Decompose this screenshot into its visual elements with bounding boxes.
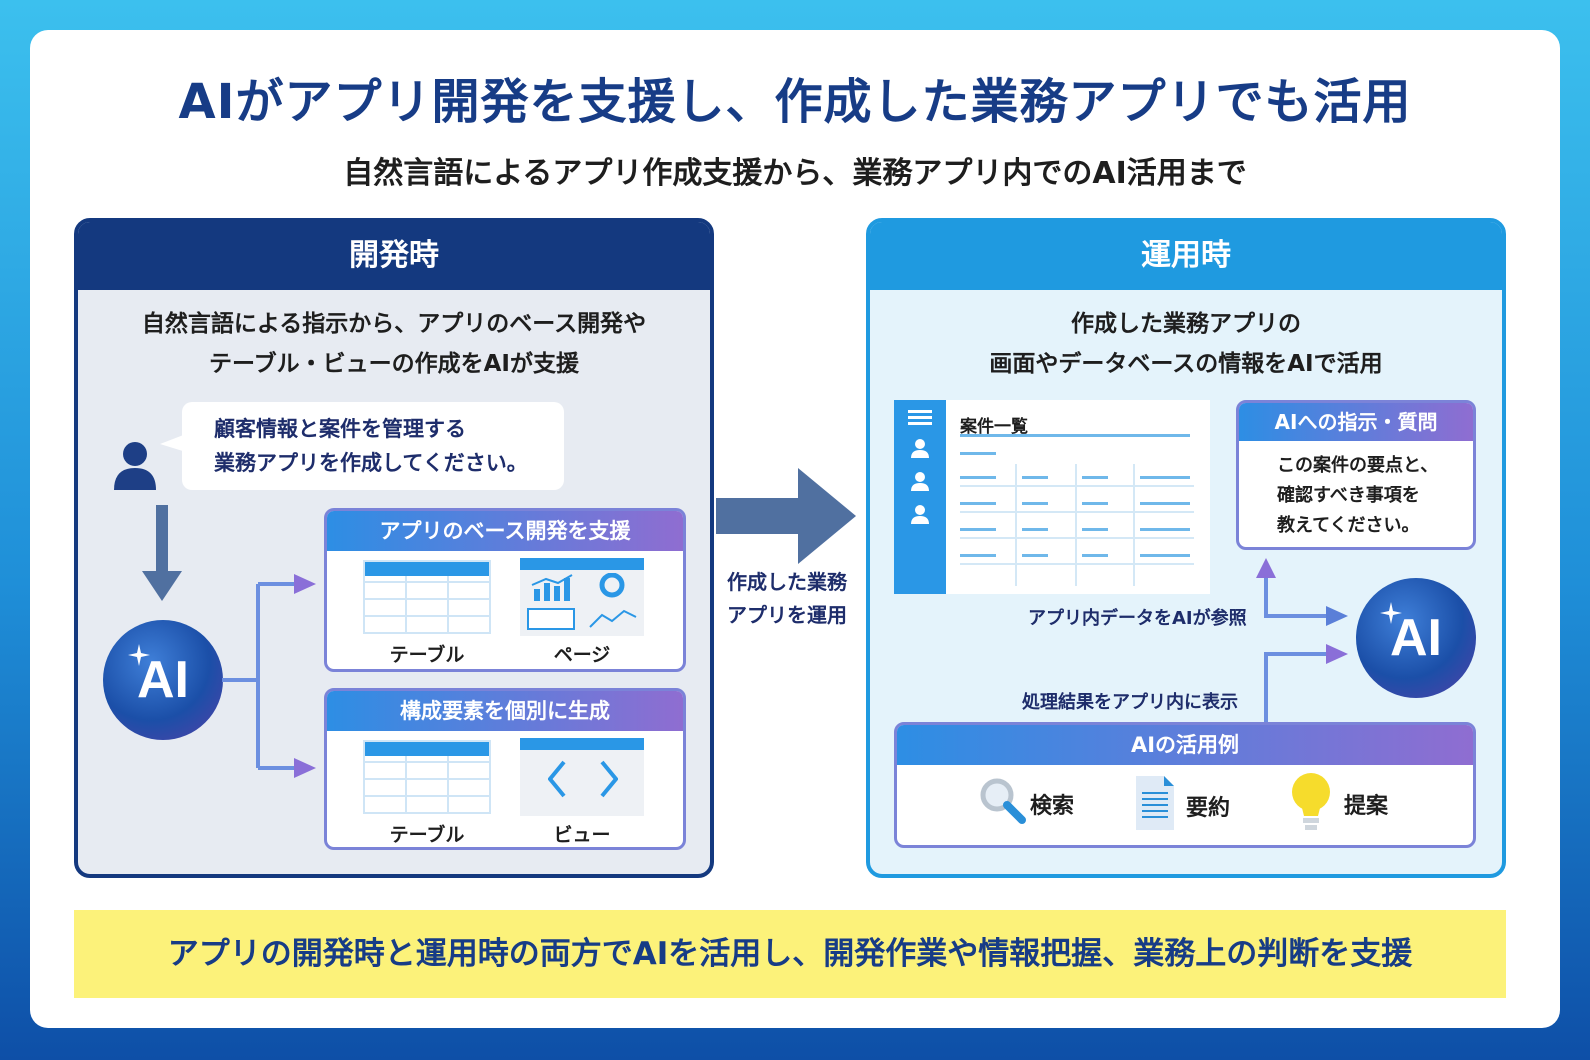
- ops-desc-line1: 作成した業務アプリの: [1071, 311, 1301, 337]
- summary-banner: アプリの開発時と運用時の両方でAIを活用し、開発作業や情報把握、業務上の判断を支…: [74, 910, 1506, 998]
- caption-table-1: テーブル: [389, 644, 465, 666]
- ops-description: 作成した業務アプリの 画面やデータベースの情報をAIで活用: [866, 304, 1506, 384]
- code-brackets-icon: [548, 760, 618, 798]
- dev-desc-line1: 自然言語による指示から、アプリのベース開発や: [141, 311, 647, 337]
- ai-query-line3: 教えてください。: [1277, 515, 1420, 536]
- down-arrow-icon: [142, 505, 182, 601]
- component-gen-title: 構成要素を個別に生成: [327, 691, 683, 731]
- prompt-line2: 業務アプリを作成してください。: [214, 451, 528, 475]
- ai-badge-ops: AI: [1356, 578, 1476, 698]
- ops-connectors: [1256, 558, 1348, 724]
- case-list-graphics: [908, 410, 1194, 586]
- dev-description: 自然言語による指示から、アプリのベース開発や テーブル・ビューの作成をAIが支援: [74, 304, 714, 384]
- main-title: AIがアプリ開発を支援し、作成した業務アプリでも活用: [178, 74, 1412, 130]
- dashboard-chart-icon: [527, 573, 637, 630]
- caption-page: ページ: [553, 644, 611, 666]
- bubble-tail: [160, 434, 186, 452]
- prompt-bubble: 顧客情報と案件を管理する 業務アプリを作成してください。: [182, 402, 564, 490]
- lightbulb-icon: [1292, 773, 1330, 830]
- dev-panel-heading: 開発時: [78, 222, 710, 290]
- ref-label: アプリ内データをAIが参照: [1028, 608, 1247, 629]
- caption-table-2: テーブル: [389, 824, 465, 846]
- ops-panel-heading: 運用時: [870, 222, 1502, 290]
- operate-arrow-label: 作成した業務 アプリを運用: [712, 566, 862, 632]
- result-label: 処理結果をアプリ内に表示: [1022, 692, 1238, 713]
- ai-badge-dev: AI: [103, 620, 223, 740]
- search-icon: [980, 778, 1026, 824]
- case-list-mock: 案件一覧: [894, 400, 1210, 594]
- case-list-title: 案件一覧: [960, 417, 1028, 437]
- ai-query-box: AIへの指示・質問 この案件の要点と、 確認すべき事項を 教えてください。: [1236, 400, 1476, 550]
- examples-title: AIの活用例: [897, 725, 1473, 765]
- user-icon: [114, 442, 156, 490]
- dev-desc-line2: テーブル・ビューの作成をAIが支援: [209, 351, 579, 377]
- ai-label-ops: AI: [1390, 609, 1442, 667]
- example-summary: 要約: [1186, 796, 1231, 821]
- view-thumbnail: [520, 738, 644, 816]
- example-search: 検索: [1030, 794, 1075, 819]
- component-gen-box: 構成要素を個別に生成: [324, 688, 686, 850]
- ai-label-dev: AI: [137, 651, 189, 709]
- operate-line2: アプリを運用: [727, 603, 847, 627]
- sparkle-icon-ops: [1380, 602, 1402, 624]
- ai-query-body: この案件の要点と、 確認すべき事項を 教えてください。: [1239, 441, 1473, 541]
- prompt-line1: 顧客情報と案件を管理する: [214, 417, 466, 441]
- caption-view: ビュー: [553, 824, 611, 846]
- ai-query-title: AIへの指示・質問: [1239, 403, 1473, 441]
- table-thumbnail-2: [363, 740, 491, 814]
- ai-query-line1: この案件の要点と、: [1277, 455, 1439, 476]
- base-dev-title: アプリのベース開発を支援: [327, 511, 683, 551]
- document-icon: [1136, 776, 1174, 830]
- ops-desc-line2: 画面やデータベースの情報をAIで活用: [989, 351, 1383, 377]
- table-thumbnail: [363, 560, 491, 634]
- branch-connector-dev: [222, 574, 316, 778]
- subtitle: 自然言語によるアプリ作成支援から、業務アプリ内でのAI活用まで: [343, 156, 1247, 191]
- right-arrow-icon: [716, 468, 856, 564]
- example-suggest: 提案: [1344, 794, 1389, 819]
- operate-line1: 作成した業務: [727, 570, 847, 594]
- list-sidebar: [894, 400, 946, 594]
- ai-query-line2: 確認すべき事項を: [1277, 485, 1420, 506]
- sparkle-icon: [128, 644, 150, 666]
